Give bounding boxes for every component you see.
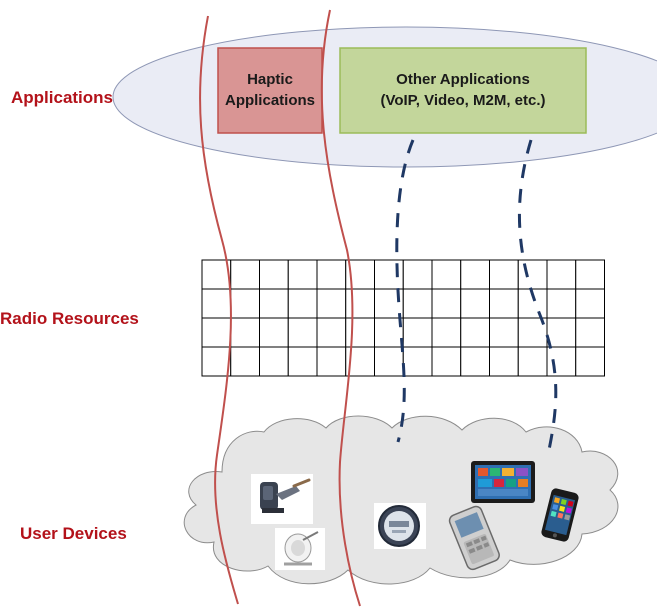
resource-block bbox=[287, 288, 318, 319]
resource-block bbox=[316, 346, 347, 377]
haptic-applications-label: Haptic Applications bbox=[224, 71, 315, 109]
feature-phone-icon bbox=[448, 505, 500, 571]
resource-block bbox=[546, 346, 577, 377]
resource-block bbox=[460, 317, 490, 348]
resource-block bbox=[575, 317, 605, 348]
resource-block bbox=[575, 346, 605, 377]
resource-block bbox=[546, 288, 577, 319]
dashed-flow-path-left bbox=[395, 139, 415, 443]
resource-block bbox=[374, 259, 404, 290]
resource-block bbox=[374, 317, 404, 348]
resource-block bbox=[402, 259, 433, 290]
resource-block bbox=[489, 346, 519, 377]
user-devices-layer-label: User Devices bbox=[20, 524, 127, 543]
resource-block bbox=[316, 317, 347, 348]
resource-block bbox=[402, 317, 433, 348]
other-applications-label: Other Applications (VoIP, Video, M2M, et… bbox=[380, 71, 546, 109]
resource-block bbox=[431, 288, 462, 319]
resource-block bbox=[431, 346, 462, 377]
smartphone-icon bbox=[541, 488, 579, 542]
resource-block bbox=[201, 317, 232, 348]
resource-block bbox=[546, 317, 577, 348]
resource-block bbox=[460, 259, 490, 290]
resource-block bbox=[546, 259, 577, 290]
resource-block bbox=[316, 288, 347, 319]
resource-block bbox=[287, 259, 318, 290]
resource-block bbox=[489, 317, 519, 348]
resource-block bbox=[460, 346, 490, 377]
resource-block bbox=[345, 317, 375, 348]
slice-boundary-line-left bbox=[199, 15, 239, 605]
resource-block bbox=[374, 346, 404, 377]
resource-block bbox=[489, 288, 519, 319]
resource-block bbox=[287, 346, 318, 377]
resource-block bbox=[316, 259, 347, 290]
resource-block bbox=[201, 288, 232, 319]
resource-block bbox=[230, 288, 260, 319]
resource-block bbox=[431, 317, 462, 348]
resource-block bbox=[402, 346, 433, 377]
haptic-applications-box bbox=[217, 47, 323, 134]
resource-block bbox=[259, 346, 289, 377]
resource-block bbox=[575, 288, 605, 319]
resource-block bbox=[287, 317, 318, 348]
radio-resources-layer-label: Radio Resources bbox=[0, 309, 139, 328]
radio-resources-grid bbox=[201, 259, 605, 377]
resource-block bbox=[259, 259, 289, 290]
haptic-stylus-icon bbox=[275, 528, 325, 570]
resource-block bbox=[517, 259, 548, 290]
resource-block bbox=[201, 346, 232, 377]
resource-block bbox=[230, 259, 260, 290]
dashed-flow-path-right bbox=[517, 139, 558, 451]
smart-meter-icon bbox=[374, 503, 426, 549]
applications-layer-label: Applications bbox=[11, 88, 114, 107]
resource-block bbox=[259, 317, 289, 348]
haptic-controller-icon bbox=[251, 474, 313, 524]
tablet-icon bbox=[471, 461, 535, 503]
resource-block bbox=[460, 288, 490, 319]
resource-block bbox=[402, 288, 433, 319]
resource-block bbox=[517, 346, 548, 377]
resource-block bbox=[230, 346, 260, 377]
resource-block bbox=[575, 259, 605, 290]
other-applications-box bbox=[339, 47, 587, 134]
resource-block bbox=[431, 259, 462, 290]
slice-boundary-line-right bbox=[320, 9, 361, 607]
resource-block bbox=[259, 288, 289, 319]
resource-block bbox=[489, 259, 519, 290]
resource-block bbox=[230, 317, 260, 348]
resource-block bbox=[345, 288, 375, 319]
